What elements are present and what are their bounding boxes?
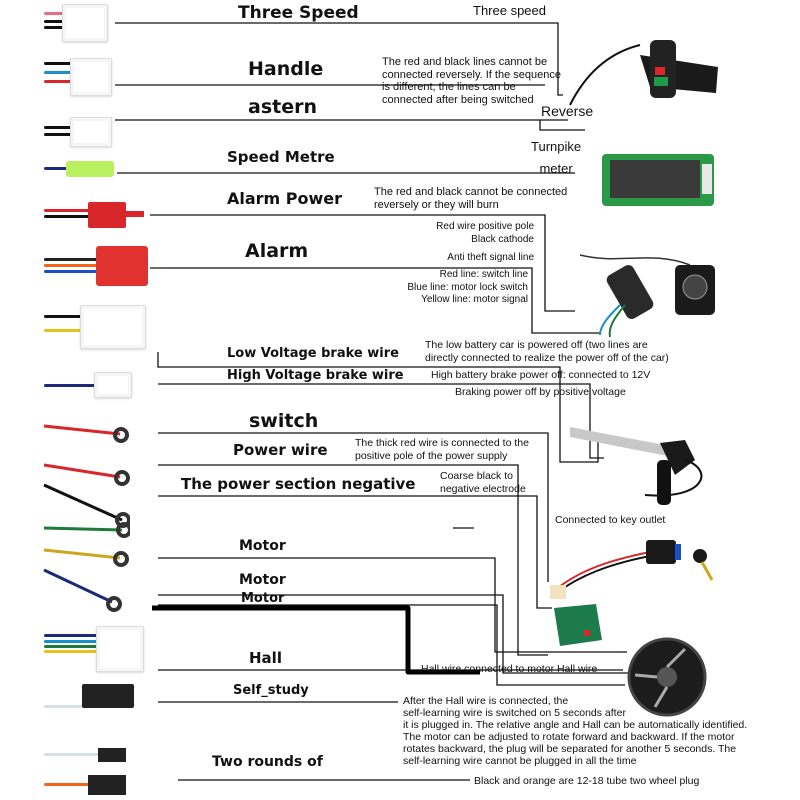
note-thick-red: The thick red wire is connected to the p…	[355, 437, 529, 462]
line-motor-2	[158, 594, 630, 674]
line-power-wire	[158, 464, 548, 656]
note-reverse: Reverse	[541, 103, 594, 119]
label-two-rounds: Two rounds of	[212, 754, 323, 770]
note-high-battery: High battery brake power off: connected …	[431, 369, 651, 381]
line-switch	[158, 432, 549, 582]
note-key-outlet: Connected to key outlet	[555, 514, 666, 526]
note-red-wire: Red wire positive pole Black cathode	[436, 221, 534, 245]
line-three-speed	[115, 22, 563, 96]
note-anti-theft: Anti theft signal line	[447, 252, 534, 263]
line-alarm	[150, 267, 600, 334]
label-speed-metre: Speed Metre	[227, 148, 335, 166]
line-high-voltage	[158, 383, 604, 459]
line-alarm-power	[150, 214, 575, 312]
label-alarm-power: Alarm Power	[227, 189, 343, 208]
thick-motor-wire	[152, 605, 480, 675]
label-high-voltage-brake: High Voltage brake wire	[227, 368, 404, 383]
label-switch: switch	[249, 410, 319, 432]
note-braking-power: Braking power off by positive voltage	[455, 386, 626, 398]
note-turnpike-meter: Turnpike meter	[531, 139, 582, 176]
line-reverse	[539, 120, 585, 131]
note-handle: The red and black lines cannot be connec…	[382, 56, 561, 106]
label-alarm: Alarm	[245, 240, 309, 262]
line-power-negative	[158, 495, 552, 609]
note-three-speed: Three speed	[473, 3, 546, 18]
label-self-study: Self_study	[233, 683, 309, 698]
label-handle: Handle	[248, 58, 324, 80]
note-self-learning: After the Hall wire is connected, the se…	[403, 695, 748, 767]
line-motor-3	[158, 604, 625, 686]
note-alarm-power: The red and black cannot be connected re…	[374, 186, 568, 211]
label-hall: Hall	[249, 649, 282, 667]
note-hall-wire: Hall wire connected to motor Hall wire	[421, 663, 598, 675]
note-coarse-black: Coarse black to negative electrode	[440, 470, 526, 495]
label-motor-1: Motor	[239, 538, 286, 554]
label-motor-3: Motor	[241, 591, 285, 606]
note-alarm-lines: Red line: switch line Blue line: motor l…	[407, 269, 528, 305]
label-motor-2: Motor	[239, 572, 286, 588]
label-power-negative: The power section negative	[181, 475, 416, 493]
note-two-wheel-plug: Black and orange are 12-18 tube two whee…	[474, 775, 700, 787]
label-power-wire: Power wire	[233, 441, 328, 459]
label-three-speed: Three Speed	[238, 3, 359, 23]
label-astern: astern	[248, 96, 317, 118]
label-low-voltage-brake: Low Voltage brake wire	[227, 346, 399, 361]
note-low-battery: The low battery car is powered off (two …	[425, 339, 669, 364]
